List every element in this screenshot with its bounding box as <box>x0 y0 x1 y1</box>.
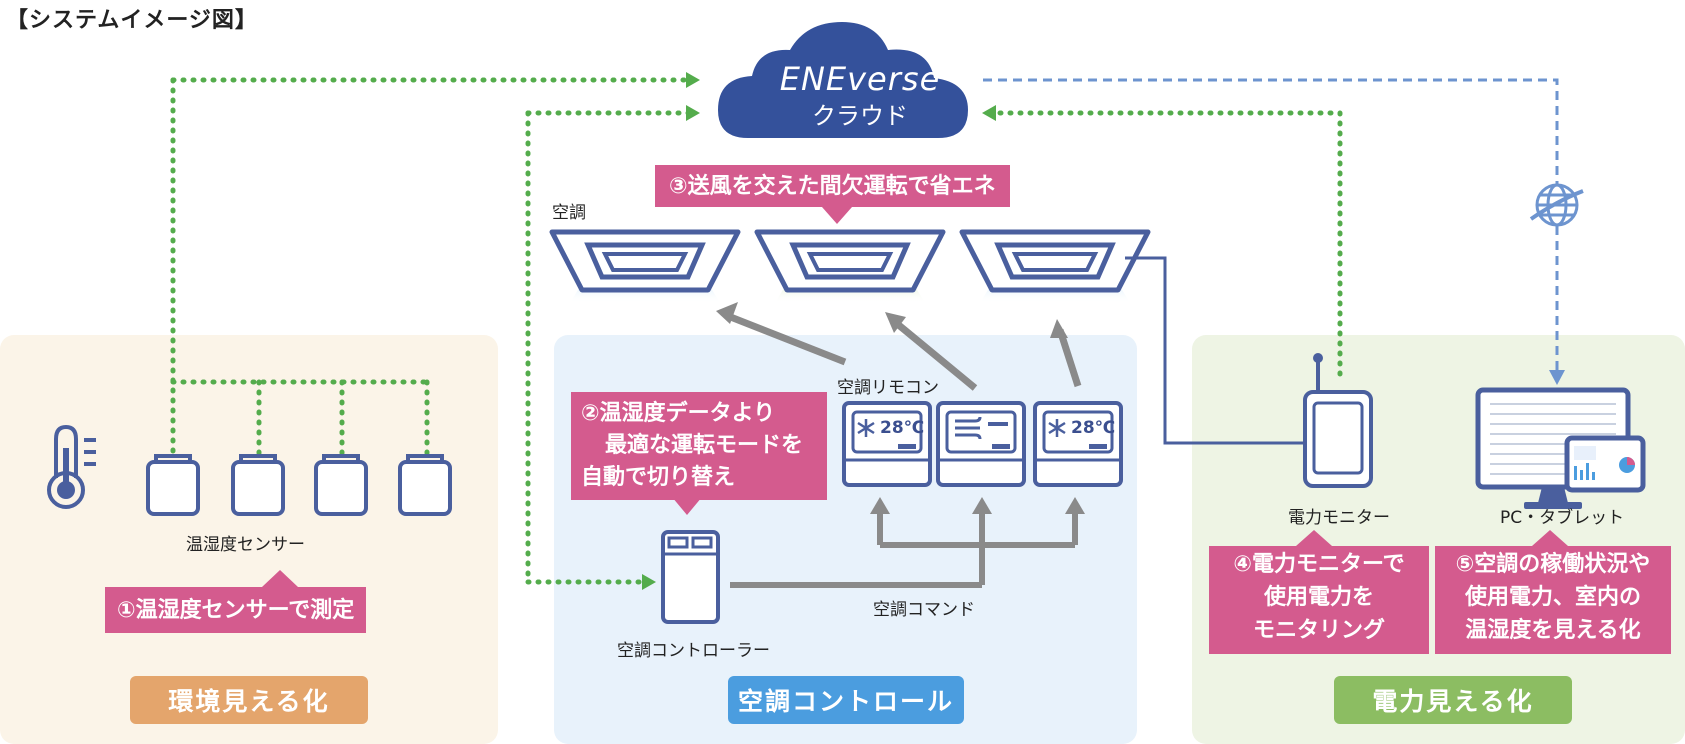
callout-5: ⑤空調の稼働状況や 使用電力、室内の 温湿度を見える化 <box>1435 546 1671 654</box>
remote-3 <box>1033 401 1123 487</box>
callout-3: ③送風を交えた間欠運転で省エネ <box>655 165 1010 207</box>
sensor-4 <box>398 454 452 516</box>
section-env-label: 環境見える化 <box>130 676 368 724</box>
callout-2-line1: ②温湿度データより <box>581 401 776 426</box>
thermometer-icon <box>47 424 96 509</box>
callout-4-line3: モニタリング <box>1252 618 1385 643</box>
controller-label: 空調コントローラー <box>617 641 770 661</box>
callout-4-line2: 使用電力を <box>1263 585 1374 610</box>
callout-2: ②温湿度データより 最適な運転モードを 自動で切り替え <box>571 392 827 500</box>
power-monitor-label: 電力モニター <box>1288 508 1390 528</box>
power-wire <box>1125 256 1305 445</box>
cloud-brand: ENEverse <box>779 60 941 98</box>
pc-tablet-label: PC・タブレット <box>1500 508 1625 528</box>
aircon-unit-1 <box>549 229 741 303</box>
aircon-label: 空調 <box>552 203 586 223</box>
remote-1 <box>842 401 932 487</box>
aircon-unit-3 <box>959 229 1151 303</box>
globe-icon <box>1529 183 1584 227</box>
callout-2-line3: 自動で切り替え <box>581 465 736 490</box>
cloud-label: クラウド <box>812 102 908 130</box>
sensor-data-links <box>170 77 1343 585</box>
callout-pointers <box>672 207 1568 546</box>
sensor-3 <box>314 454 368 516</box>
sensor-label: 温湿度センサー <box>186 535 305 555</box>
remote-to-unit-arrows <box>726 312 1082 391</box>
page-title: 【システムイメージ図】 <box>6 8 258 33</box>
snowflake-icon <box>857 419 1066 437</box>
callout-5-line2: 使用電力、室内の <box>1464 585 1641 610</box>
callout-1: ①温湿度センサーで測定 <box>105 587 367 633</box>
section-power-label: 電力見える化 <box>1334 676 1572 724</box>
remote-label: 空調リモコン <box>837 378 939 398</box>
green-arrowheads <box>642 72 996 590</box>
command-label: 空調コマンド <box>873 600 975 620</box>
tablet-icon <box>1564 435 1646 493</box>
internet-link <box>983 78 1559 370</box>
sensor-2 <box>231 454 285 516</box>
callout-5-line3: 温湿度を見える化 <box>1465 618 1641 643</box>
callout-5-line1: ⑤空調の稼働状況や <box>1455 552 1651 577</box>
remote-1-temp: 28℃ <box>880 418 925 438</box>
callout-4: ④電力モニターで 使用電力を モニタリング <box>1209 546 1429 654</box>
callout-2-line2: 最適な運転モードを <box>605 433 804 458</box>
section-ac-label: 空調コントロール <box>728 676 964 724</box>
remote-3-temp: 28℃ <box>1071 418 1116 438</box>
remote-2 <box>936 401 1026 487</box>
sensor-1 <box>146 454 200 516</box>
cloud-icon <box>718 22 968 138</box>
fan-icon <box>955 416 982 440</box>
aircon-unit-2 <box>754 229 946 303</box>
controller-icon <box>661 530 720 624</box>
callout-4-line1: ④電力モニターで <box>1233 552 1405 577</box>
power-monitor-icon <box>1303 353 1373 488</box>
command-lines <box>730 510 1078 588</box>
environment-panel <box>0 335 498 744</box>
